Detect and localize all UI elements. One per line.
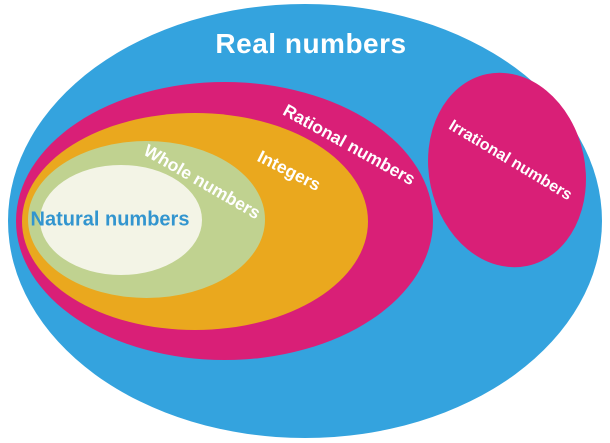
real-numbers-label: Real numbers — [215, 28, 407, 59]
natural-numbers-ellipse — [40, 165, 202, 275]
natural-numbers-label: Natural numbers — [30, 208, 190, 231]
